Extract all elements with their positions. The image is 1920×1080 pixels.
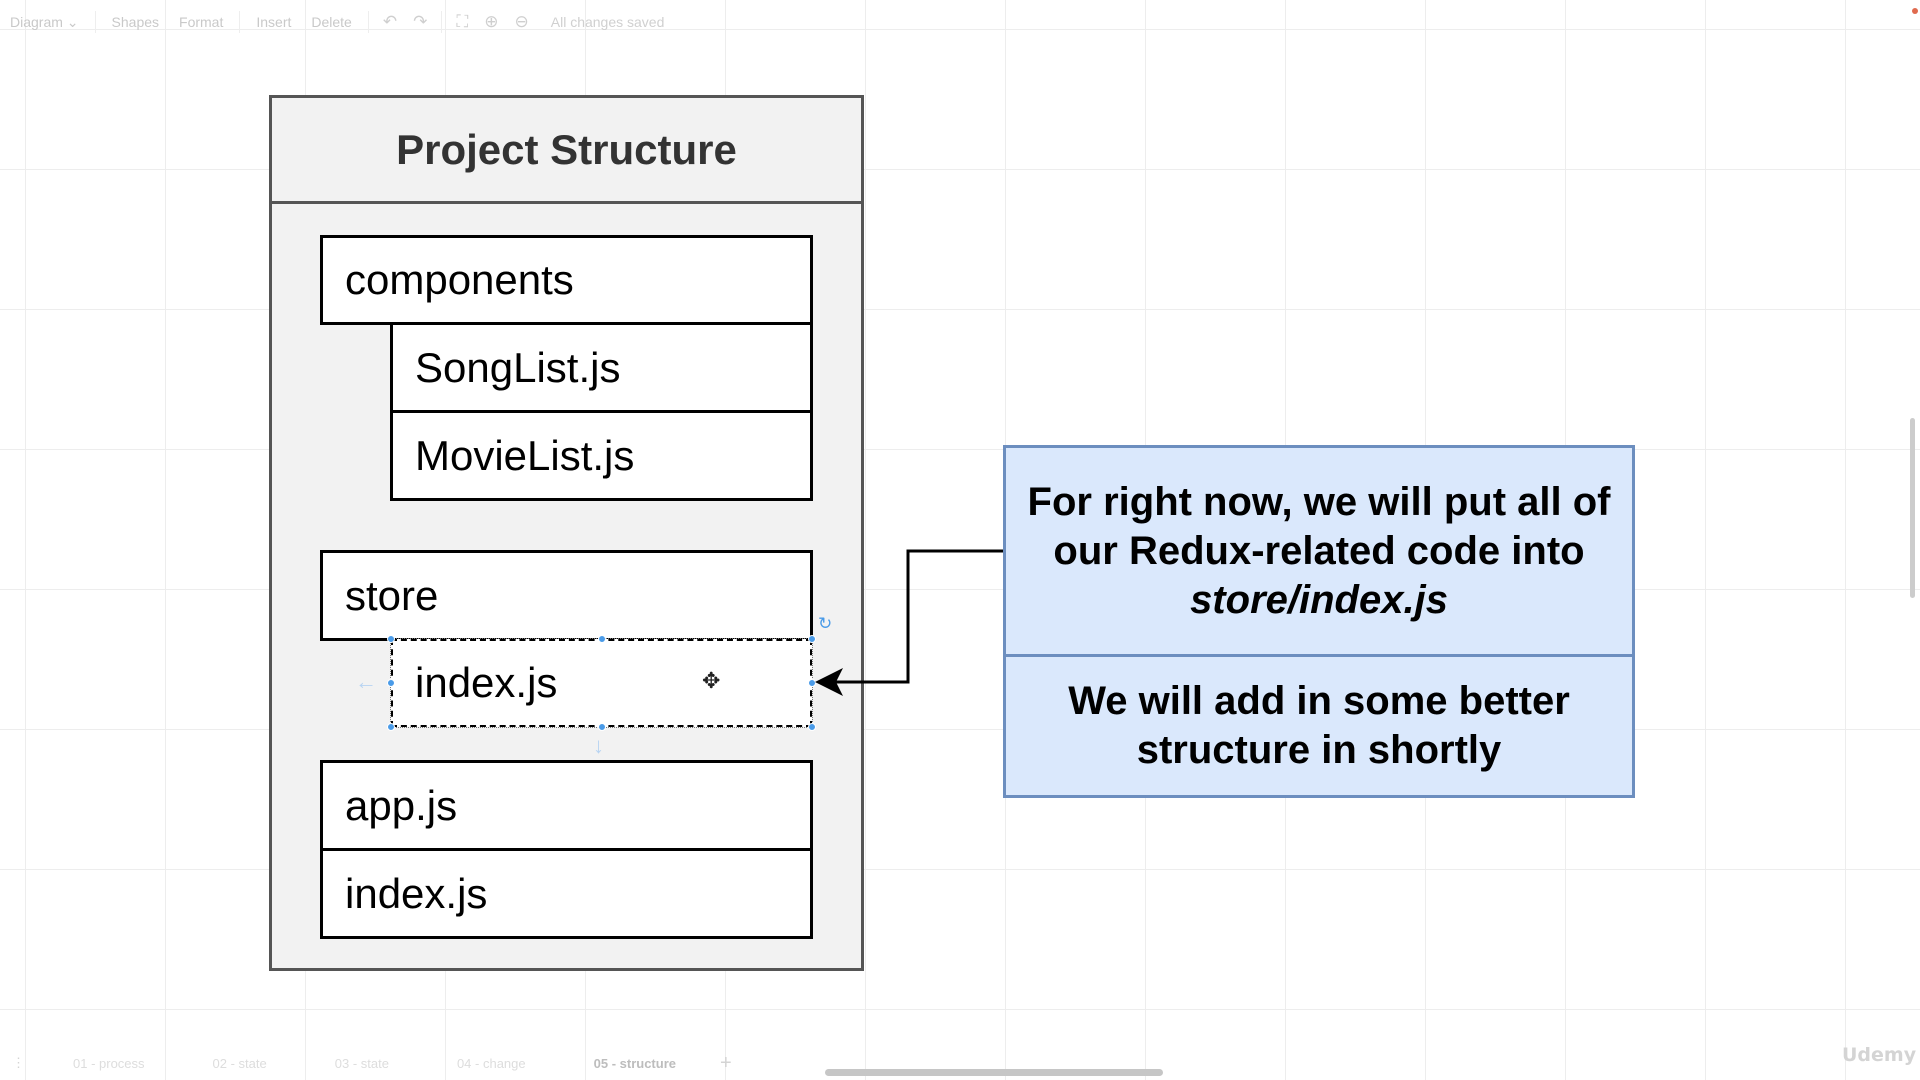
index-file-box[interactable]: index.js: [320, 848, 813, 939]
tab-structure[interactable]: 05 - structure: [593, 1055, 676, 1071]
diagram-menu-label: Diagram: [10, 13, 63, 30]
redo-icon[interactable]: ↷: [413, 12, 428, 31]
diagram-menu[interactable]: Diagram ⌄: [0, 14, 89, 31]
components-folder-label: components: [345, 256, 574, 303]
songlist-file-label: SongList.js: [415, 343, 621, 391]
note-line-3: We will add in some better: [1068, 679, 1570, 723]
tab-state-2[interactable]: 03 - state: [334, 1055, 389, 1071]
movielist-file-label: MovieList.js: [415, 431, 635, 479]
notification-dot: [1912, 8, 1918, 14]
vertical-scrollbar[interactable]: [1910, 418, 1915, 598]
store-folder-label: store: [345, 571, 439, 619]
page-tabs: ⋮ 01 - process 02 - state 03 - state 04 …: [0, 1050, 1900, 1076]
note-line-4: structure in shortly: [1136, 728, 1502, 772]
tab-change[interactable]: 04 - change: [456, 1055, 526, 1071]
note-line-1: For right now, we will put all of: [1027, 479, 1611, 524]
note-path: store/index.js: [1190, 577, 1448, 622]
zoom-in-icon[interactable]: ⊕: [484, 12, 499, 31]
selection-handle[interactable]: [598, 635, 606, 643]
note-bottom-section: We will add in some better structure in …: [1006, 657, 1632, 795]
add-page-icon[interactable]: +: [720, 1051, 732, 1074]
save-status: All changes saved: [550, 14, 665, 30]
app-file-box[interactable]: app.js: [320, 760, 813, 851]
zoom-out-icon[interactable]: ⊖: [514, 12, 529, 31]
insert-button[interactable]: Insert: [256, 14, 292, 30]
selection-handle[interactable]: [598, 723, 606, 731]
selection-handle[interactable]: [387, 635, 395, 643]
components-folder-box[interactable]: components: [320, 235, 813, 325]
note-line-2: our Redux-related code into: [1053, 528, 1585, 573]
toolbar-divider: [239, 11, 241, 33]
note-top-section: For right now, we will put all of our Re…: [1006, 448, 1632, 657]
horizontal-scrollbar[interactable]: [825, 1069, 1163, 1076]
store-index-file-label: index.js: [415, 659, 558, 706]
tab-state-1[interactable]: 02 - state: [212, 1055, 267, 1071]
movielist-file-box[interactable]: MovieList.js: [390, 410, 813, 501]
toolbar-divider: [441, 11, 443, 33]
tab-process[interactable]: 01 - process: [73, 1055, 145, 1071]
selection-handle[interactable]: [808, 679, 816, 687]
store-folder-box[interactable]: store: [320, 550, 813, 641]
note-box[interactable]: For right now, we will put all of our Re…: [1003, 445, 1635, 798]
store-index-file-box[interactable]: index.js ✥: [390, 638, 813, 728]
selection-handle[interactable]: [808, 723, 816, 731]
project-structure-title: Project Structure: [272, 98, 861, 204]
songlist-file-box[interactable]: SongList.js: [390, 322, 813, 413]
connect-down-arrow-icon[interactable]: ↓: [593, 733, 604, 758]
format-button[interactable]: Format: [179, 14, 224, 30]
selection-handle[interactable]: [387, 723, 395, 731]
selection-handle[interactable]: [808, 635, 816, 643]
shapes-button[interactable]: Shapes: [111, 14, 160, 30]
udemy-watermark: Udemy: [1842, 1044, 1917, 1066]
move-cursor-icon: ✥: [702, 668, 721, 693]
rotate-handle-icon[interactable]: ↻: [818, 614, 833, 633]
index-file-label: index.js: [345, 869, 488, 917]
chevron-down-icon: ⌄: [66, 13, 79, 30]
app-file-label: app.js: [345, 781, 458, 829]
undo-icon[interactable]: ↶: [382, 12, 398, 31]
toolbar-divider: [94, 11, 96, 33]
delete-button[interactable]: Delete: [311, 14, 352, 30]
toolbar: Diagram ⌄ Shapes Format Insert Delete ↶ …: [0, 0, 1920, 44]
toolbar-divider: [367, 11, 369, 33]
tab-menu-icon[interactable]: ⋮: [12, 1055, 25, 1070]
selection-handle[interactable]: [387, 679, 395, 687]
fullscreen-icon[interactable]: ⛶: [456, 12, 469, 31]
connect-left-arrow-icon[interactable]: ←: [355, 669, 377, 694]
